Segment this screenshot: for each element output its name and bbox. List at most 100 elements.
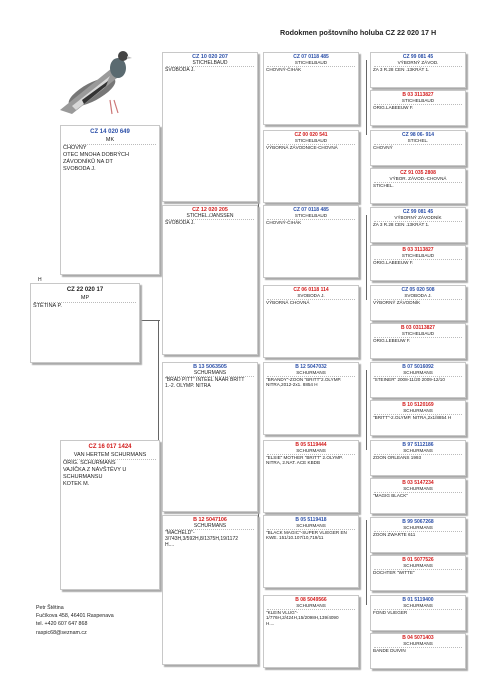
pigeon-name: SCHURMANS — [374, 525, 462, 532]
contact-email: raspic68@seznam.cz — [36, 629, 87, 636]
pigeon-name: VÝBOR. ZÁVOD.-CHOVNÁ — [374, 176, 462, 183]
pedigree-note: ZOON ZWARTE 611 — [373, 531, 416, 537]
breeder-contact: Petr Štětina Fučíkova 458, 46401 Raspena… — [36, 604, 114, 637]
pedigree-note: CHOVNÝ — [63, 145, 87, 151]
page-title: Rodokmen poštovního holuba CZ 22 020 17 … — [280, 28, 437, 37]
contact-name: Petr Štětina — [36, 605, 64, 611]
pedigree-note: ZÁVODNÍKŮ NA DT — [63, 159, 113, 165]
pigeon-name: STICHELBAUD — [267, 60, 355, 67]
pedigree-note: ZA 3 R.28 CEN .13KRÁT 1. — [373, 66, 430, 72]
pedigree-note: "BRITT"-2.OLYMP. NITRA,2x1/8854 H — [373, 414, 452, 420]
pigeon-name: STICHELBAUD — [166, 60, 254, 67]
contact-address: Fučíkova 458, 46401 Raspenava — [36, 613, 114, 620]
pigeon-name: VÝBORNÝ ZÁVODNÍK — [374, 215, 462, 222]
ring-number: B 05 5119418 — [295, 517, 327, 523]
ring-number: CZ 05 020 508 — [401, 287, 435, 293]
pedigree-note: "STEINER" 2008-11/20 2009-12/10 — [373, 376, 445, 382]
pedigree-note: "BRAD PITT" INTEEL NAAR BRITT — [165, 377, 245, 383]
ring-number: B 10 5120169 — [402, 402, 434, 408]
pedigree-note: NITRA, 2.NAT. ACE KBDB — [266, 460, 321, 466]
pedigree-note: STICHEL. — [373, 182, 394, 188]
pedigree-note: "ELSIE" MOTHER "BRITT" 2.OLYMP. — [266, 454, 343, 460]
ring-number: CZ 10 020 207 — [192, 54, 228, 60]
pedigree-note: ORIG.LABEEUW F. — [373, 259, 414, 265]
pedigree-note: "BRANDY"-ZOON "BRITT"2.OLYMP. — [266, 376, 342, 382]
owner: ŠTĚTINA P. — [33, 303, 62, 309]
pigeon-name: SCHURMANS — [267, 448, 355, 455]
pedigree-note: ORIG. SCHURMANS — [63, 460, 116, 466]
h-marker: H — [38, 277, 42, 283]
ring-number: CZ 07 0118 485 — [293, 207, 329, 213]
pedigree-note: VÝBORNÁ ZÁVODNICE-CHOVNÁ — [266, 144, 338, 150]
ring-number: B 03 3113827 — [402, 92, 434, 98]
pigeon-name: SCHURMANS — [267, 523, 355, 530]
ring-number: CZ 07 0118 485 — [293, 54, 329, 60]
pedigree-note: KOTEK M. — [63, 481, 90, 487]
ring-number: B 05 5119444 — [295, 442, 327, 448]
ring-number: CZ 91 035 2808 — [400, 170, 436, 176]
pigeon-name: STICHEL./JANSSEN — [166, 213, 254, 220]
ring-number: B 13 5063505 — [193, 364, 227, 370]
pigeon-name: STICHEL. — [374, 138, 462, 145]
ring-number: B 07 5016092 — [402, 364, 434, 370]
pigeon-name: SCHURMANS — [374, 563, 462, 570]
pedigree-note: VÝBORNÁ CHOVNÁ — [266, 299, 310, 305]
ring-number: B 03 03113827 — [401, 325, 435, 331]
pigeon-name: SCHURMANS — [374, 448, 462, 455]
ring-number: CZ 16 017 1424 — [88, 444, 132, 450]
pedigree-note: SVOBODA J. — [165, 67, 195, 73]
ring-number: B 08 5049566 — [295, 597, 327, 603]
contact-phone: tel. +420 607 647 868 — [36, 621, 88, 628]
pedigree-note: ZOON ORLEANS 1993 — [373, 454, 421, 460]
pigeon-name: SCHURMANS — [267, 370, 355, 377]
pigeon-name: SCHURMANS — [166, 523, 254, 530]
ring-number: B 12 5047032 — [295, 364, 327, 370]
pigeon-name: SCHURMANS — [374, 408, 462, 415]
ring-number: CZ 98 06- 914 — [402, 132, 434, 138]
pigeon-name: STICHELBAUD — [374, 253, 462, 260]
ring-number: B 03 5147234 — [402, 480, 434, 486]
pigeon-name: STICHELBAUD — [267, 138, 355, 145]
ring-number: CZ 99 081 45 — [402, 209, 434, 215]
pigeon-name: SCHURMANS — [166, 370, 254, 377]
pedigree-note: H.... — [266, 620, 275, 626]
pedigree-note: NITRA,2012-2x1. 8854 H — [266, 382, 318, 388]
ring-number: B 01 5077526 — [402, 557, 434, 563]
pigeon-name: SCHURMANS — [374, 486, 462, 493]
pedigree-note: DOCHTER "WITTE" — [373, 569, 415, 575]
ring-number: B 03 3113827 — [402, 247, 434, 253]
ring-number: B 04 5071403 — [402, 635, 434, 641]
pedigree-note: "BLACK MAGIC"-SUPER VLIEGER EN — [266, 529, 347, 535]
ring-number: CZ 22 020 17 — [66, 287, 104, 293]
pigeon-name: MK — [64, 136, 156, 145]
pedigree-note: SVOBODA J. — [165, 220, 195, 226]
pedigree-note: "MAGIG BLACK" — [373, 492, 408, 498]
pedigree-note: "MACHELD"- — [165, 530, 195, 536]
ring-number: CZ 00 020 541 — [294, 132, 328, 138]
pedigree-note: 1.-2. OLYMP. NITRA — [165, 383, 211, 389]
ring-number: B 01 5119400 — [402, 597, 434, 603]
pigeon-name: SVOBODA J. — [374, 293, 462, 300]
pedigree-note: CHOVNÝ-ČIHÁK — [266, 219, 302, 225]
ring-number: CZ 14 020 649 — [90, 129, 130, 135]
pedigree-note: SCHURMANSU — [63, 474, 103, 480]
